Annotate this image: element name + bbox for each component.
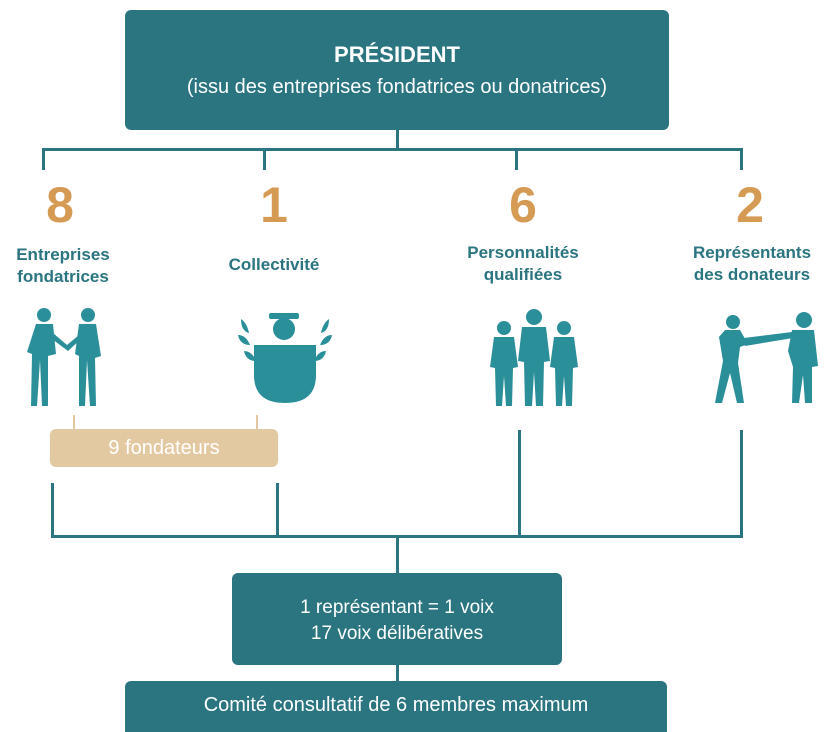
fondateurs-tick-left [73,415,75,430]
group-label-2-line1: Collectivité [228,255,320,274]
votes-line2: 17 voix délibératives [310,623,484,644]
president-title: PRÉSIDENT [334,42,460,67]
giving-hands-icon [715,312,818,403]
connector-president-down [396,130,399,150]
comite-label: Comité consultatif de 6 membres maximum [203,694,589,716]
group-label-3: Personnalités qualifiées [438,242,608,286]
connector-to-comite [396,665,399,681]
connector-to-votes [396,535,399,575]
comite-box: Comité consultatif de 6 membres maximum [125,681,667,732]
votes-box: 1 représentant = 1 voix 17 voix délibéra… [232,573,562,665]
group-count-4: 2 [736,177,764,233]
connector-drop-1 [42,148,45,170]
fondateurs-badge: 9 fondateurs [50,429,278,467]
handshake-icon [27,308,101,406]
connector-drop-2 [263,148,266,170]
group-count-1: 8 [46,177,74,233]
connector-top-horizontal [42,148,743,151]
group-label-3-line2: qualifiées [483,265,563,284]
three-people-icon [490,309,578,406]
group-label-1: Entreprises fondatrices [0,244,148,288]
connector-bottom-rise-2 [276,483,279,537]
laurel-person-icon [238,313,332,403]
president-subtitle: (issu des entreprises fondatrices ou don… [186,76,608,98]
connector-bottom-rise-4 [740,430,743,537]
group-label-4: Représentants des donateurs [667,242,827,286]
group-label-2: Collectivité [189,254,359,276]
connector-drop-4 [740,148,743,170]
group-label-1-line2: fondatrices [17,267,109,286]
connector-bottom-rise-1 [51,483,54,537]
fondateurs-tick-right [256,415,258,430]
group-label-4-line2: des donateurs [693,265,811,284]
connector-bottom-rise-3 [518,430,521,537]
group-label-1-line1: Entreprises [16,245,110,264]
president-box: PRÉSIDENT (issu des entreprises fondatri… [125,10,669,130]
connector-drop-3 [515,148,518,170]
group-label-4-line1: Représentants [692,243,812,262]
group-count-2: 1 [260,177,288,233]
group-label-3-line1: Personnalités [467,243,579,262]
votes-line1: 1 représentant = 1 voix [300,597,494,618]
group-count-3: 6 [509,177,537,233]
